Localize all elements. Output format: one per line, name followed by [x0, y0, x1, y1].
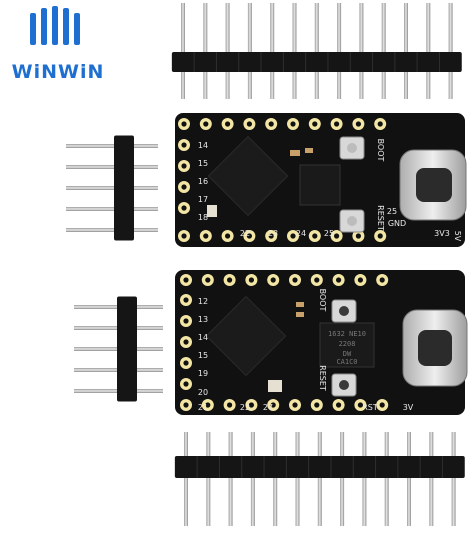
header-pin: [292, 3, 297, 99]
pin-label: 12: [198, 297, 208, 306]
pin-label: BOOT: [376, 139, 385, 162]
pin-label: GND: [388, 219, 406, 228]
pin-label: RESET: [376, 205, 385, 231]
pin-label: RESET: [318, 365, 327, 391]
header-pin: [66, 144, 158, 148]
header-pin: [270, 3, 275, 99]
chip-marking-2: 2208: [339, 340, 356, 348]
header-pin: [404, 3, 408, 99]
header-pin: [66, 186, 158, 190]
header-pin: [448, 3, 453, 99]
wave-arcs-logo-icon: [30, 6, 80, 45]
header-pin: [247, 3, 252, 99]
pin-label: 14: [198, 333, 208, 342]
header-pin: [426, 3, 431, 99]
flash-chip: [319, 322, 375, 368]
header-pin: [181, 3, 185, 99]
header-pin: [66, 165, 158, 169]
pin-label: 22: [240, 403, 250, 412]
pin-label: 21: [198, 403, 208, 412]
pin-label: 23: [268, 229, 278, 238]
top-board: [175, 113, 467, 247]
header-pin: [337, 3, 342, 99]
header-pin: [359, 3, 364, 99]
header-pin: [225, 3, 230, 99]
bottom-board: 1632 NE10 2208 DW CA1C0: [175, 270, 468, 415]
pin-label: 14: [198, 141, 208, 150]
header-pin: [206, 432, 211, 526]
header-pin: [451, 432, 456, 526]
brand-name: WiNWiN: [12, 61, 105, 83]
pin-label: 13: [198, 315, 208, 324]
header-pin: [340, 432, 345, 526]
header-pin: [384, 432, 389, 526]
pin-label: 15: [198, 159, 208, 168]
pin-label: 25: [324, 229, 334, 238]
header-pin: [228, 432, 233, 526]
flash-chip: [299, 164, 341, 206]
header-pin: [314, 3, 319, 99]
pin-label: RST: [362, 403, 378, 412]
pin-label: 22: [240, 229, 250, 238]
header-pin: [203, 3, 208, 99]
pin-label: 27: [263, 403, 273, 412]
pin-label: 5V: [453, 231, 462, 242]
chip-marking-1: 1632 NE10: [328, 330, 366, 338]
header-pin: [66, 228, 158, 232]
header-pin: [407, 432, 411, 526]
header-pin: [66, 207, 158, 211]
pin-label: 16: [198, 177, 208, 186]
pin-label: 19: [198, 369, 208, 378]
pin-label: 3V3: [434, 229, 450, 238]
pin-header-bottom: [174, 432, 465, 526]
chip-marking-4: CA1C0: [336, 358, 357, 366]
mcu-chip: [207, 135, 289, 217]
header-pin: [273, 432, 278, 526]
pin-label: 17: [198, 195, 208, 204]
header-pin: [362, 432, 367, 526]
header-pin: [429, 432, 434, 526]
pin-label: 24: [296, 229, 306, 238]
header-pin: [250, 432, 255, 526]
pin-label: 25: [387, 207, 397, 216]
pin-label: 20: [198, 388, 208, 397]
pin-label: BOOT: [318, 289, 327, 312]
pin-label: 18: [198, 213, 208, 222]
pin-label: 3V: [403, 403, 414, 412]
pin-header-top: [171, 3, 462, 99]
header-pin: [295, 432, 300, 526]
pin-label: 15: [198, 351, 208, 360]
pin-header-left-lower: [74, 296, 163, 402]
header-pin: [317, 432, 322, 526]
pin-header-left-upper: [66, 135, 158, 241]
header-pin: [184, 432, 188, 526]
header-pin: [381, 3, 386, 99]
mcu-chip: [205, 295, 287, 377]
chip-marking-3: DW: [343, 350, 352, 358]
